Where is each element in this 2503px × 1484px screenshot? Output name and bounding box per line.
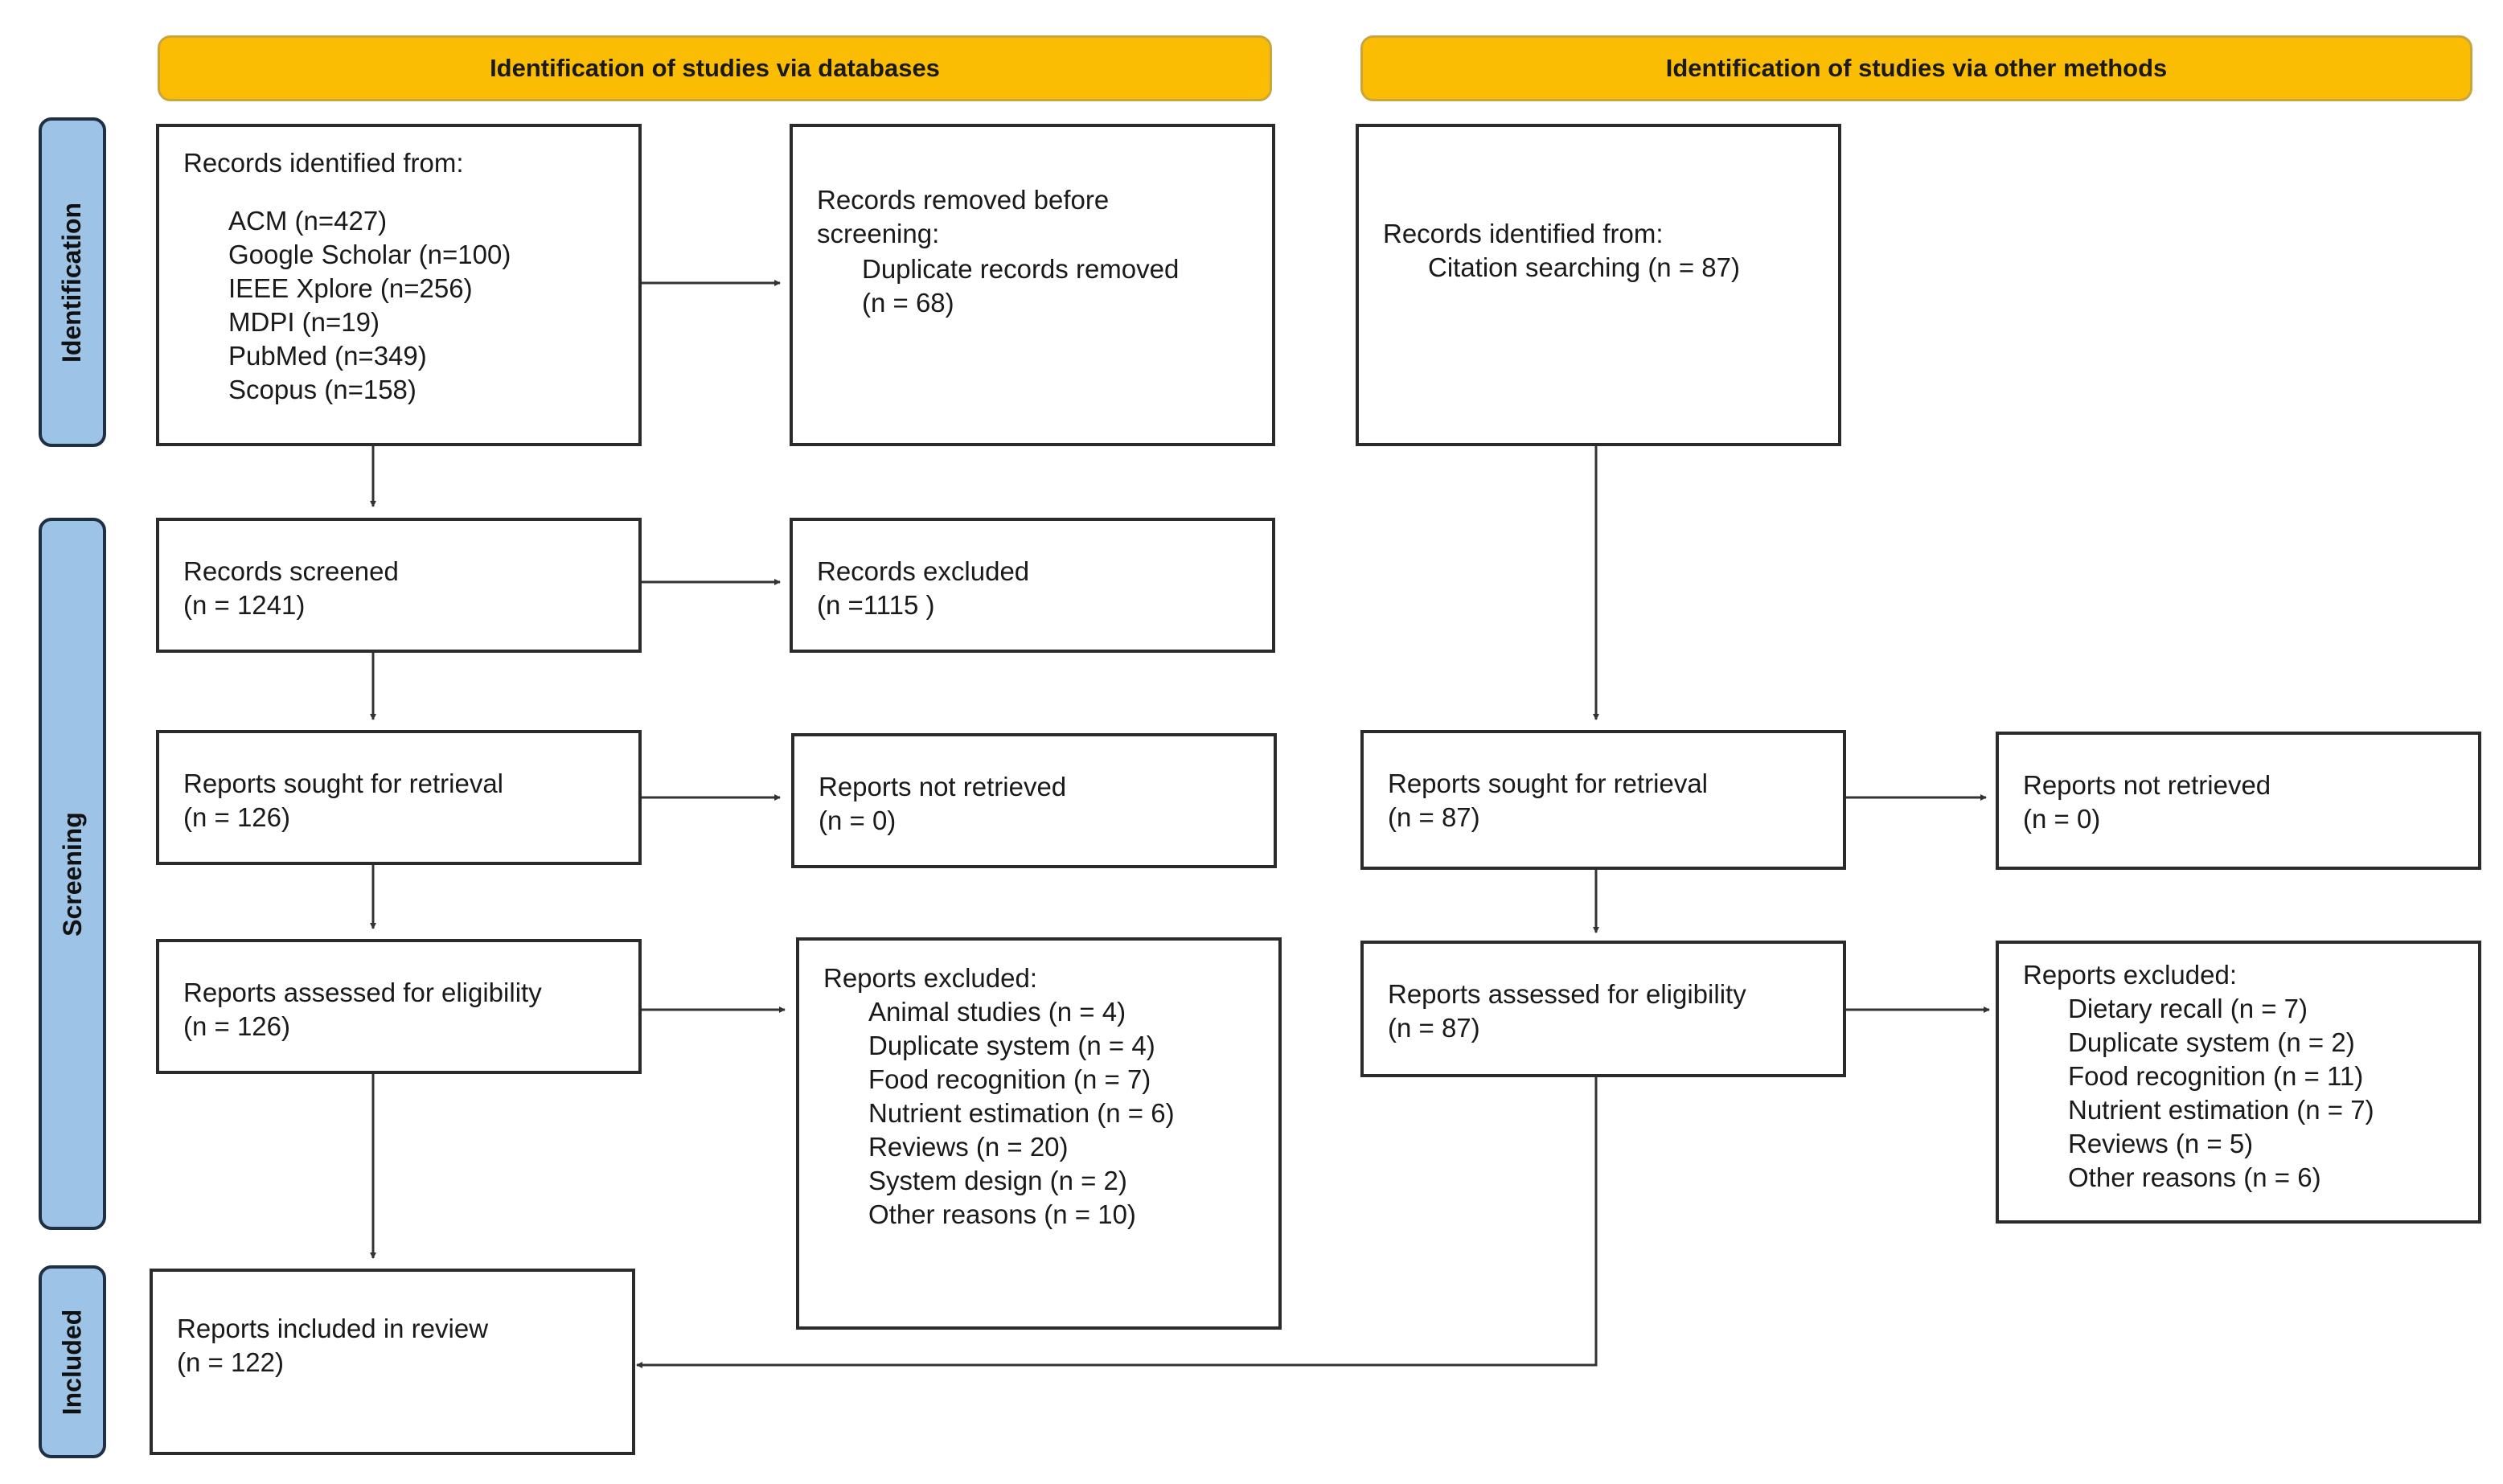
box-other-reports-excluded: Reports excluded: Dietary recall (n = 7)… bbox=[1996, 941, 2481, 1224]
records-excluded-count: (n =1115 ) bbox=[817, 590, 935, 620]
header-databases: Identification of studies via databases bbox=[158, 35, 1272, 101]
reports-not-retrieved-title: Reports not retrieved bbox=[819, 772, 1067, 801]
phase-identification: Identification bbox=[39, 117, 106, 447]
header-other-methods: Identification of studies via other meth… bbox=[1360, 35, 2472, 101]
reports-excluded-other-reasons: Other reasons (n = 10) bbox=[868, 1199, 1136, 1229]
records-removed-title-1: Records removed before bbox=[817, 185, 1110, 215]
header-other-label: Identification of studies via other meth… bbox=[1665, 54, 2168, 82]
records-removed-detail: Duplicate records removed bbox=[862, 254, 1180, 284]
reports-included-title: Reports included in review bbox=[177, 1314, 489, 1343]
other-reports-sought-count: (n = 87) bbox=[1388, 802, 1480, 832]
phase-included: Included bbox=[39, 1265, 106, 1458]
reports-sought-title: Reports sought for retrieval bbox=[183, 769, 504, 798]
box-reports-assessed: Reports assessed for eligibility (n = 12… bbox=[156, 939, 642, 1074]
source-google-scholar: Google Scholar (n=100) bbox=[228, 240, 511, 269]
source-acm: ACM (n=427) bbox=[228, 206, 388, 236]
records-screened-count: (n = 1241) bbox=[183, 590, 306, 620]
other-records-identified-title: Records identified from: bbox=[1383, 219, 1664, 248]
other-excluded-duplicate-system: Duplicate system (n = 2) bbox=[2068, 1027, 2355, 1057]
box-reports-sought: Reports sought for retrieval (n = 126) bbox=[156, 730, 642, 865]
box-records-screened: Records screened (n = 1241) bbox=[156, 518, 642, 653]
box-other-records-identified: Records identified from: Citation search… bbox=[1356, 124, 1841, 446]
reports-excluded-reviews: Reviews (n = 20) bbox=[868, 1132, 1069, 1162]
box-records-removed: Records removed before screening: Duplic… bbox=[790, 124, 1275, 446]
other-reports-assessed-title: Reports assessed for eligibility bbox=[1388, 979, 1746, 1009]
reports-excluded-animal-studies: Animal studies (n = 4) bbox=[868, 997, 1126, 1027]
other-excluded-food-recognition: Food recognition (n = 11) bbox=[2068, 1061, 2364, 1091]
box-reports-not-retrieved: Reports not retrieved (n = 0) bbox=[791, 733, 1277, 868]
other-excluded-nutrient-estimation: Nutrient estimation (n = 7) bbox=[2068, 1095, 2374, 1125]
reports-excluded-title: Reports excluded: bbox=[823, 963, 1037, 993]
records-screened-title: Records screened bbox=[183, 556, 399, 586]
box-other-reports-assessed: Reports assessed for eligibility (n = 87… bbox=[1360, 941, 1846, 1077]
records-identified-title: Records identified from: bbox=[183, 148, 464, 178]
records-removed-title-2: screening: bbox=[817, 219, 940, 248]
other-reports-not-retrieved-title: Reports not retrieved bbox=[2023, 770, 2271, 800]
box-reports-excluded: Reports excluded: Animal studies (n = 4)… bbox=[796, 937, 1282, 1330]
reports-not-retrieved-count: (n = 0) bbox=[819, 806, 897, 835]
box-other-reports-sought: Reports sought for retrieval (n = 87) bbox=[1360, 730, 1846, 870]
source-pubmed: PubMed (n=349) bbox=[228, 341, 427, 371]
records-removed-count: (n = 68) bbox=[862, 288, 954, 318]
box-records-excluded: Records excluded (n =1115 ) bbox=[790, 518, 1275, 653]
reports-assessed-title: Reports assessed for eligibility bbox=[183, 978, 542, 1007]
other-excluded-other-reasons: Other reasons (n = 6) bbox=[2068, 1162, 2321, 1192]
reports-excluded-nutrient-estimation: Nutrient estimation (n = 6) bbox=[868, 1098, 1175, 1128]
arrow-other-assessed-to-included bbox=[636, 1077, 1598, 1368]
spacer bbox=[183, 180, 614, 204]
reports-excluded-duplicate-system: Duplicate system (n = 4) bbox=[868, 1031, 1155, 1060]
header-databases-label: Identification of studies via databases bbox=[490, 54, 940, 82]
reports-sought-count: (n = 126) bbox=[183, 802, 290, 832]
other-reports-assessed-count: (n = 87) bbox=[1388, 1013, 1480, 1043]
other-excluded-reviews: Reviews (n = 5) bbox=[2068, 1129, 2254, 1158]
reports-excluded-food-recognition: Food recognition (n = 7) bbox=[868, 1064, 1151, 1094]
phase-screening: Screening bbox=[39, 518, 106, 1230]
source-ieee-xplore: IEEE Xplore (n=256) bbox=[228, 273, 473, 303]
other-excluded-dietary-recall: Dietary recall (n = 7) bbox=[2068, 994, 2308, 1023]
box-reports-included: Reports included in review (n = 122) bbox=[150, 1269, 635, 1455]
other-citation-searching: Citation searching (n = 87) bbox=[1428, 252, 1740, 282]
reports-assessed-count: (n = 126) bbox=[183, 1011, 290, 1041]
source-scopus: Scopus (n=158) bbox=[228, 375, 416, 404]
reports-excluded-system-design: System design (n = 2) bbox=[868, 1166, 1127, 1195]
other-reports-not-retrieved-count: (n = 0) bbox=[2023, 804, 2101, 834]
reports-included-count: (n = 122) bbox=[177, 1347, 284, 1377]
records-excluded-title: Records excluded bbox=[817, 556, 1030, 586]
source-mdpi: MDPI (n=19) bbox=[228, 307, 380, 337]
box-other-reports-not-retrieved: Reports not retrieved (n = 0) bbox=[1996, 732, 2481, 870]
other-reports-excluded-title: Reports excluded: bbox=[2023, 960, 2237, 990]
box-records-identified: Records identified from: ACM (n=427) Goo… bbox=[156, 124, 642, 446]
other-reports-sought-title: Reports sought for retrieval bbox=[1388, 769, 1709, 798]
